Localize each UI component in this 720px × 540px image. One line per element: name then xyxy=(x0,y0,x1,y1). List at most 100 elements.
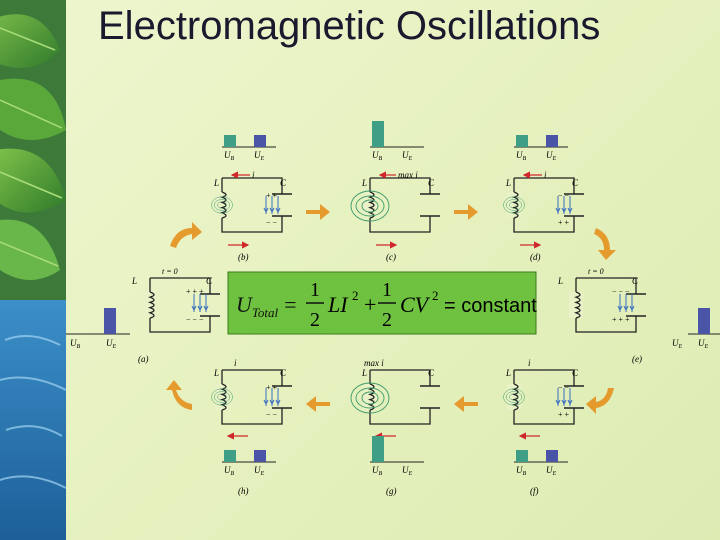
svg-text:L: L xyxy=(557,276,563,286)
svg-text:C: C xyxy=(206,276,213,286)
svg-text:i: i xyxy=(544,170,547,180)
energy-bar-ue xyxy=(698,308,710,334)
svg-text:CV: CV xyxy=(400,292,431,317)
svg-text:C: C xyxy=(280,178,287,188)
svg-text:2: 2 xyxy=(352,288,359,303)
svg-text:i: i xyxy=(528,358,531,368)
svg-text:+ +: + + xyxy=(266,191,278,200)
svg-text:max i: max i xyxy=(398,170,418,180)
svg-text:+ +: + + xyxy=(266,383,278,392)
svg-text:− −: − − xyxy=(266,218,278,227)
svg-text:+ +: + + xyxy=(558,218,570,227)
svg-text:L: L xyxy=(213,178,219,188)
panel-e: L C t = 0 − − − + + + UE UE (e) xyxy=(557,267,720,364)
svg-text:− − −: − − − xyxy=(186,315,204,324)
panel-label-d: (d) xyxy=(530,252,541,262)
arrow-b-to-c-icon xyxy=(306,204,330,220)
arrow-c-to-d-icon xyxy=(454,204,478,220)
panel-label-h: (h) xyxy=(238,486,249,496)
panel-f: L C − − + + i UB UE (f) xyxy=(504,358,584,496)
lc-oscillation-diagram: UB UE L C + + − − i (b) UB UE L C max i xyxy=(66,121,720,496)
svg-text:C: C xyxy=(572,178,579,188)
svg-text:C: C xyxy=(428,178,435,188)
svg-text:C: C xyxy=(428,368,435,378)
svg-text:2: 2 xyxy=(310,309,320,331)
svg-text:UE: UE xyxy=(698,338,709,350)
leaf-sidebar-image xyxy=(0,0,66,540)
svg-text:UE: UE xyxy=(546,465,557,477)
energy-bar-ub xyxy=(224,450,236,462)
svg-text:UE: UE xyxy=(106,338,117,350)
svg-text:UE: UE xyxy=(672,338,683,350)
svg-text:UE: UE xyxy=(546,150,557,162)
arrow-a-to-b-icon xyxy=(170,222,202,248)
svg-text:+ +: + + xyxy=(558,410,570,419)
svg-text:C: C xyxy=(632,276,639,286)
slide-title: Electromagnetic Oscillations xyxy=(98,4,601,48)
panel-b: UB UE L C + + − − i (b) xyxy=(212,135,292,262)
energy-bar-ub xyxy=(372,436,384,462)
svg-text:+ + +: + + + xyxy=(186,287,204,296)
svg-text:− −: − − xyxy=(558,383,570,392)
svg-text:L: L xyxy=(361,178,367,188)
energy-bar-ue xyxy=(254,135,266,147)
arrow-f-to-g-icon xyxy=(454,396,478,412)
panel-c: UB UE L C max i (c) xyxy=(351,121,440,262)
svg-text:L: L xyxy=(131,276,137,286)
panel-a: UB UE L C t = 0 + + + − − − (a) xyxy=(66,267,220,364)
arrow-e-to-f-icon xyxy=(586,388,614,414)
arrow-g-to-h-icon xyxy=(306,396,330,412)
svg-text:UE: UE xyxy=(254,465,265,477)
energy-bar-ue xyxy=(254,450,266,462)
svg-text:+ + +: + + + xyxy=(612,315,630,324)
svg-text:L: L xyxy=(505,178,511,188)
energy-bar-ue xyxy=(546,450,558,462)
svg-text:2: 2 xyxy=(432,288,439,303)
energy-bar-ub xyxy=(516,135,528,147)
svg-text:UB: UB xyxy=(224,150,235,162)
svg-text:1: 1 xyxy=(310,279,320,301)
svg-text:UTotal=: UTotal= xyxy=(236,292,297,320)
svg-text:UB: UB xyxy=(516,465,527,477)
panel-label-g: (g) xyxy=(386,486,397,496)
panel-h: L C + + − − i UB UE (h) xyxy=(212,358,292,496)
svg-text:2: 2 xyxy=(382,309,392,331)
svg-text:L: L xyxy=(505,368,511,378)
energy-bar-ub xyxy=(372,121,384,147)
svg-text:max i: max i xyxy=(364,358,384,368)
svg-text:UE: UE xyxy=(402,150,413,162)
svg-text:UB: UB xyxy=(224,465,235,477)
svg-text:L: L xyxy=(361,368,367,378)
svg-text:LI: LI xyxy=(327,292,349,317)
svg-text:UB: UB xyxy=(372,465,383,477)
energy-bar-ub xyxy=(224,135,236,147)
svg-text:− −: − − xyxy=(558,191,570,200)
panel-d: UB UE L C − − + + i (d) xyxy=(504,135,584,262)
panel-label-a: (a) xyxy=(138,354,149,364)
arrow-h-to-a-icon xyxy=(166,380,192,410)
energy-equation-box: UTotal= 1 2 LI 2 + 1 2 CV 2 = constant xyxy=(227,271,537,335)
svg-text:UB: UB xyxy=(70,338,81,350)
svg-text:UE: UE xyxy=(254,150,265,162)
panel-label-b: (b) xyxy=(238,252,249,262)
energy-bar-ue xyxy=(546,135,558,147)
svg-text:UE: UE xyxy=(402,465,413,477)
arrow-d-to-e-icon xyxy=(594,228,616,260)
svg-text:t = 0: t = 0 xyxy=(162,267,178,276)
svg-text:C: C xyxy=(280,368,287,378)
svg-text:i: i xyxy=(234,358,237,368)
svg-text:UB: UB xyxy=(372,150,383,162)
svg-text:− −: − − xyxy=(266,410,278,419)
panel-label-c: (c) xyxy=(386,252,396,262)
svg-text:1: 1 xyxy=(382,279,392,301)
svg-text:L: L xyxy=(213,368,219,378)
svg-text:− − −: − − − xyxy=(612,287,630,296)
panel-g: L C max i UB UE (g) xyxy=(351,358,440,496)
svg-text:i: i xyxy=(252,170,255,180)
energy-bar-ub xyxy=(516,450,528,462)
energy-bar-ue xyxy=(104,308,116,334)
svg-text:= constant: = constant xyxy=(444,295,537,317)
svg-text:+: + xyxy=(364,292,376,317)
svg-text:C: C xyxy=(572,368,579,378)
